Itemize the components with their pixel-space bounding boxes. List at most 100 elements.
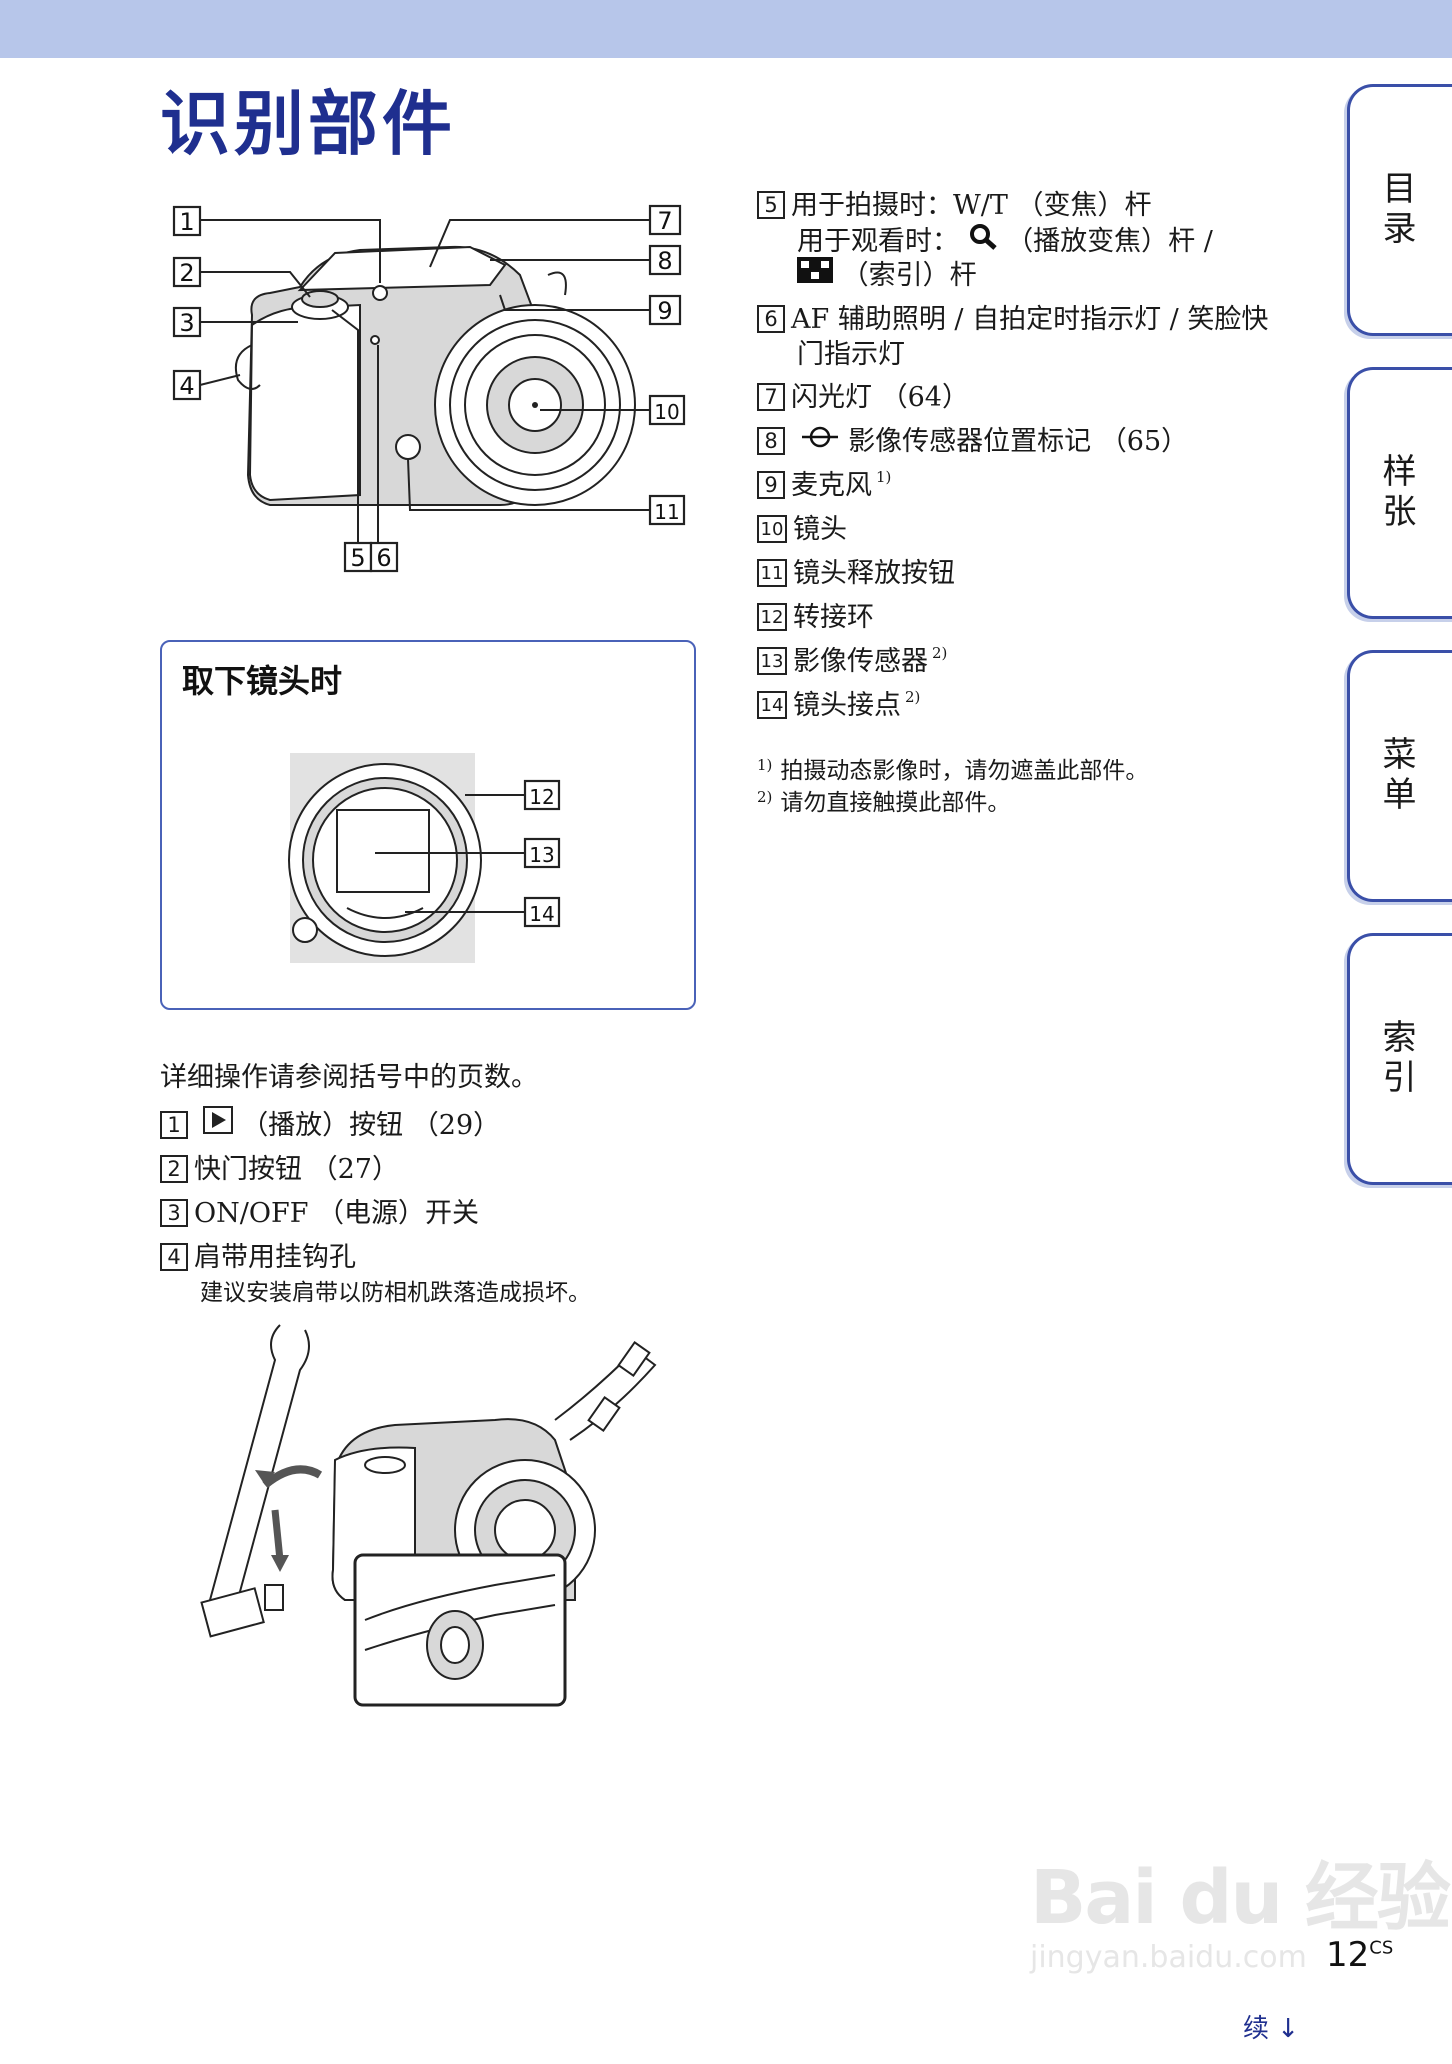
svg-text:6: 6 <box>376 544 391 572</box>
callout-2: 2 <box>172 256 202 288</box>
item-number: 13 <box>757 646 787 675</box>
item-text: 影像传感器 <box>793 646 928 677</box>
tab-samples-label: 样张 <box>1376 453 1416 533</box>
lens-mount-diagram: 12 13 14 <box>288 753 561 963</box>
continued-link[interactable]: 续 ↓ <box>1243 2008 1299 2045</box>
item-text: 转接环 <box>793 602 874 633</box>
page-number-value: 12 <box>1326 1935 1370 1975</box>
item-text: 麦克风 <box>791 470 872 501</box>
svg-text:11: 11 <box>654 500 679 524</box>
page-number: 12CS <box>1326 1935 1393 1975</box>
item-number: 1 <box>160 1110 188 1139</box>
continued-label: 续 <box>1243 2014 1270 2044</box>
callout-14: 14 <box>523 896 561 928</box>
tab-menu[interactable]: 菜单 <box>1347 650 1452 902</box>
footnote-2: 2) 请勿直接触摸此部件。 <box>757 786 1010 823</box>
intro-text: 详细操作请参阅括号中的页数。 <box>160 1062 538 1093</box>
callout-5: 5 <box>343 541 373 573</box>
item-number: 2 <box>160 1154 188 1183</box>
item-number: 5 <box>757 190 785 219</box>
callout-4: 4 <box>172 369 202 401</box>
magnifier-icon <box>968 222 998 259</box>
tab-samples[interactable]: 样张 <box>1347 367 1452 619</box>
item-number: 14 <box>757 690 787 719</box>
item-number: 6 <box>757 304 785 333</box>
tab-index[interactable]: 索引 <box>1347 933 1452 1185</box>
item-number: 4 <box>160 1242 188 1271</box>
item-text: 影像传感器位置标记 （65） <box>848 426 1189 457</box>
callout-8: 8 <box>648 244 682 276</box>
item-number: 12 <box>757 602 787 631</box>
play-icon <box>202 1106 233 1143</box>
callout-12: 12 <box>523 779 561 811</box>
item-text: 镜头 <box>793 514 847 545</box>
list-item-1: 1 （播放）按钮 （29） <box>160 1106 501 1145</box>
list-item-6-line2: 门指示灯 <box>797 339 905 370</box>
top-banner <box>0 0 1452 58</box>
footnote-text: 拍摄动态影像时，请勿遮盖此部件。 <box>780 758 1149 784</box>
svg-text:8: 8 <box>657 247 672 275</box>
footnote-ref: 2) <box>905 688 921 706</box>
svg-text:3: 3 <box>179 309 194 337</box>
svg-text:13: 13 <box>529 843 554 867</box>
callout-11: 11 <box>648 494 686 526</box>
item-text-line1: 用于拍摄时：W/T （变焦）杆 <box>791 190 1152 221</box>
item-text: ON/OFF （电源）开关 <box>194 1198 480 1229</box>
camera-front-diagram: 1 2 3 4 5 6 7 8 9 10 11 <box>172 204 686 573</box>
footnote-mark: 1) <box>757 756 773 774</box>
item-text: 镜头接点 <box>793 690 901 721</box>
callout-1: 1 <box>172 205 202 237</box>
down-arrow-icon: ↓ <box>1269 2014 1300 2044</box>
index-grid-icon <box>797 257 833 292</box>
svg-text:1: 1 <box>179 208 194 236</box>
svg-text:9: 9 <box>657 297 672 325</box>
item-text: 闪光灯 （64） <box>791 382 969 413</box>
callout-6: 6 <box>369 541 399 573</box>
svg-text:14: 14 <box>529 902 554 926</box>
tab-contents[interactable]: 目录 <box>1347 84 1452 336</box>
item-text: （播放）按钮 （29） <box>241 1110 501 1141</box>
item-number: 8 <box>757 426 785 455</box>
footnote-text: 请勿直接触摸此部件。 <box>780 790 1011 816</box>
item-text-line2: 用于观看时： <box>797 226 959 257</box>
item-text-line1: AF 辅助照明 / 自拍定时指示灯 / 笑脸快 <box>791 304 1269 335</box>
baidu-watermark: Bai du 经验 <box>1030 1855 1451 1941</box>
list-item-8: 8 影像传感器位置标记 （65） <box>757 424 1188 460</box>
item-text-line3: （索引）杆 <box>841 260 977 291</box>
svg-text:12: 12 <box>529 785 554 809</box>
tab-contents-label: 目录 <box>1376 170 1416 250</box>
svg-text:5: 5 <box>350 544 365 572</box>
list-item-5-line3: （索引）杆 <box>797 257 977 294</box>
strap-attachment-illustration <box>200 1324 657 1707</box>
callout-13: 13 <box>523 837 561 869</box>
footnote-mark: 2) <box>757 788 773 806</box>
item-text-line2b: （播放变焦）杆 / <box>1006 226 1213 257</box>
footnote-ref: 2) <box>932 644 948 662</box>
svg-text:7: 7 <box>657 207 672 235</box>
callout-10: 10 <box>648 394 686 426</box>
item-number: 10 <box>757 514 787 543</box>
svg-text:4: 4 <box>179 372 194 400</box>
callout-9: 9 <box>648 294 682 326</box>
item-text: 快门按钮 （27） <box>194 1154 399 1185</box>
list-item-5-line2: 用于观看时： （播放变焦）杆 / <box>797 224 1213 261</box>
page-title: 识别部件 <box>160 83 456 165</box>
lens-removed-panel: 取下镜头时 <box>160 640 696 1010</box>
callout-7: 7 <box>648 204 682 236</box>
item-number: 9 <box>757 470 785 499</box>
tab-index-label: 索引 <box>1376 1019 1416 1099</box>
item-number: 11 <box>757 558 787 587</box>
tab-menu-label: 菜单 <box>1376 736 1416 816</box>
callout-3: 3 <box>172 306 202 338</box>
footnote-1: 1) 拍摄动态影像时，请勿遮盖此部件。 <box>757 754 1148 791</box>
